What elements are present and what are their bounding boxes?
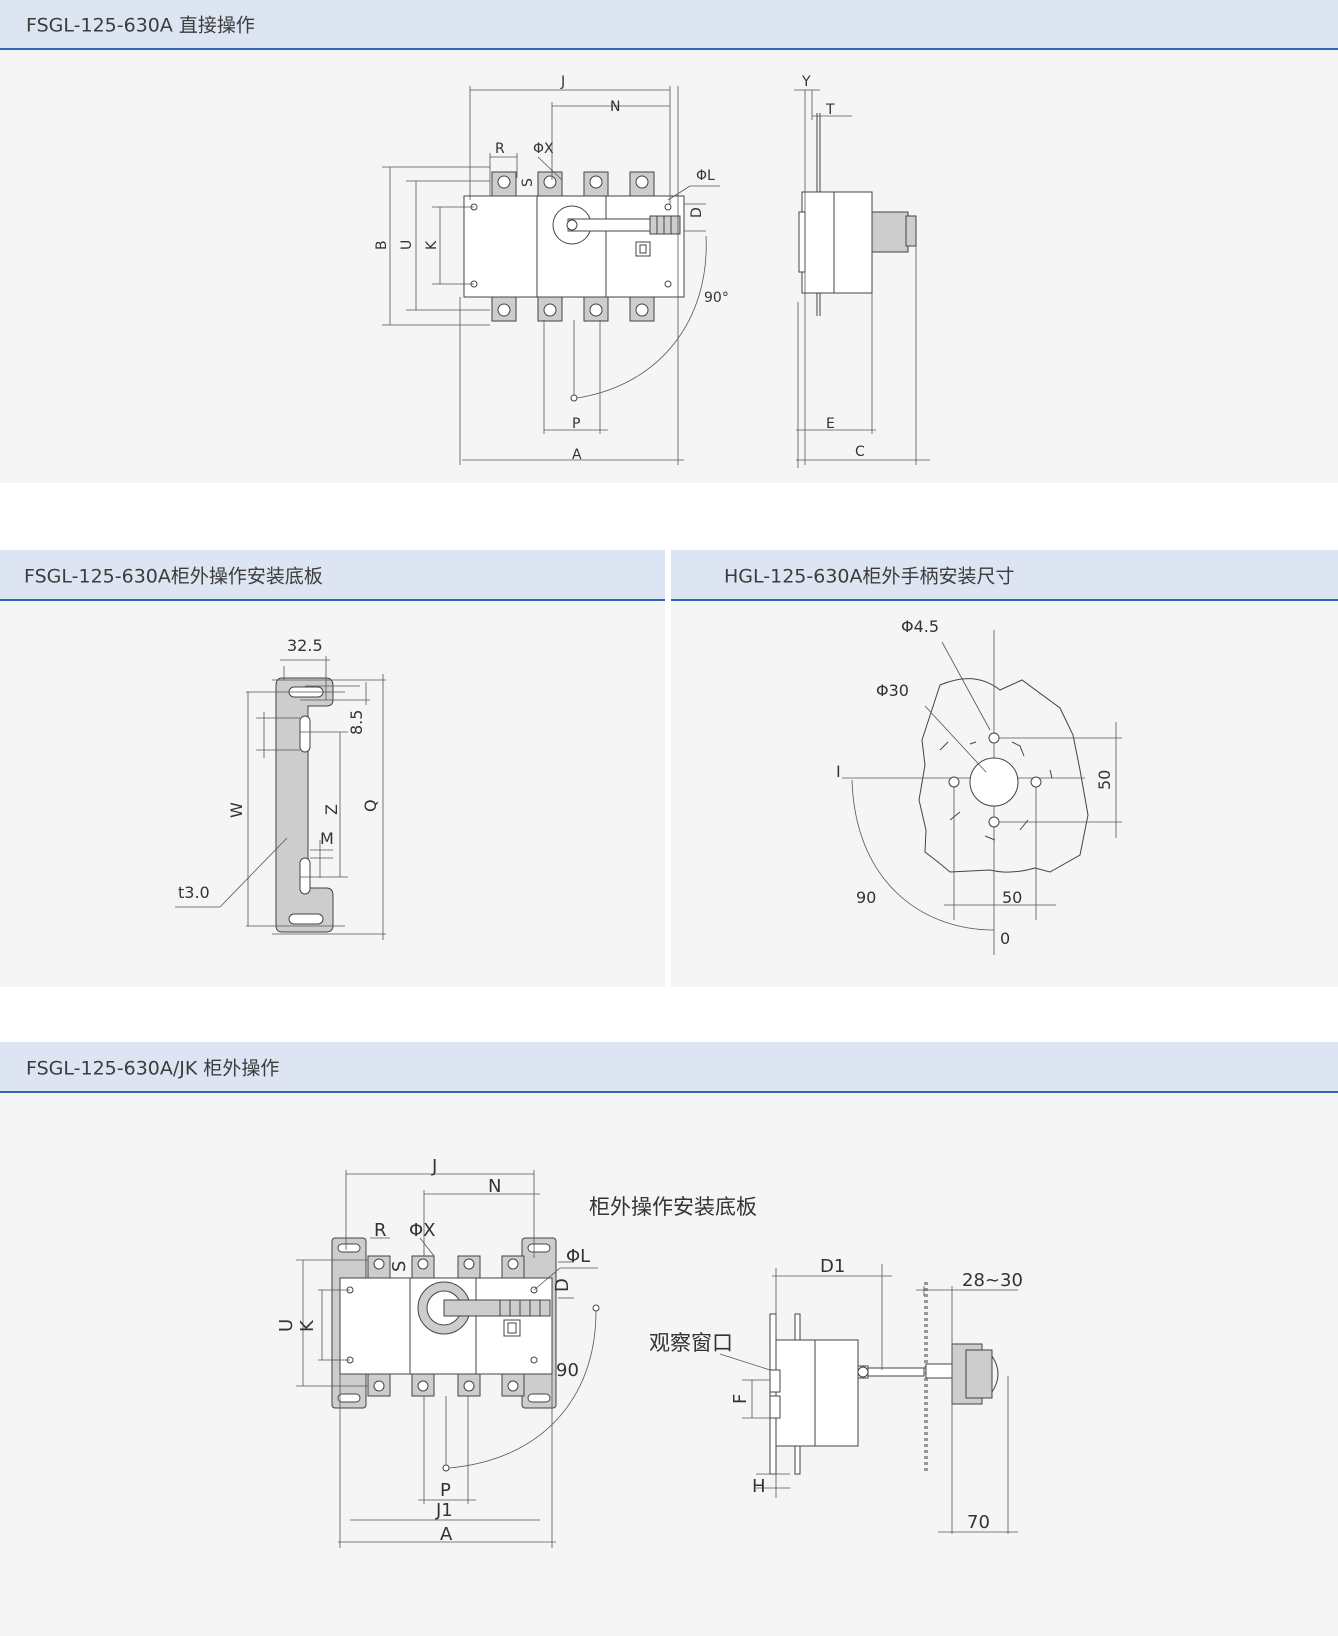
section-header-plate: FSGL-125-630A柜外操作安装底板 [0, 550, 665, 601]
section-header-jk: FSGL-125-630A/JK 柜外操作 [0, 1042, 1338, 1093]
d1-label-B: B [374, 240, 390, 250]
d3-label-50v: 50 [1095, 770, 1114, 790]
d2-label-85: 8.5 [347, 710, 366, 735]
d4-label-P: P [440, 1480, 451, 1501]
d4-label-U: U [276, 1319, 297, 1332]
d1-label-S: S [520, 178, 536, 187]
d4-label-70: 70 [967, 1512, 990, 1533]
d2-label-Z: Z [322, 804, 341, 815]
d4-label-K: K [297, 1319, 318, 1332]
d4-label-A: A [440, 1524, 453, 1545]
d3-label-I: I [836, 762, 841, 781]
d4-label-H: H [752, 1476, 766, 1497]
d1-label-J: J [560, 74, 565, 90]
d1-label-A: A [572, 447, 582, 463]
section-header-handle: HGL-125-630A柜外手柄安装尺寸 [671, 550, 1338, 601]
section-title-jk: FSGL-125-630A/JK 柜外操作 [26, 1057, 280, 1079]
diagram-jk-front: J N 柜外操作安装底板 R ΦX S ΦL D U K 90 P J1 A [276, 1156, 757, 1548]
d2-label-325: 32.5 [287, 636, 323, 655]
d4-label-phiL: ΦL [566, 1246, 590, 1267]
d1-label-C: C [855, 444, 865, 460]
section-header-direct: FSGL-125-630A 直接操作 [0, 0, 1338, 50]
d1-label-phiX: ΦX [533, 141, 554, 157]
diagram-plate: 32.5 8.5 W Z Q M t3.0 [175, 636, 386, 940]
d1-label-angle: 90° [704, 290, 729, 306]
d1-label-R: R [495, 141, 505, 157]
d4-label-phiX: ΦX [409, 1220, 436, 1241]
d4-label-J1: J1 [435, 1500, 453, 1521]
d4-label-S: S [389, 1261, 410, 1272]
d1-label-E: E [826, 416, 835, 432]
diagram-jk-side: D1 28~30 观察窗口 F H 70 [649, 1256, 1023, 1534]
d4-label-J: J [431, 1156, 437, 1177]
d1-label-P: P [572, 416, 580, 432]
panel-jk [0, 1093, 1338, 1636]
d3-label-phi30: Φ30 [876, 681, 909, 700]
d1-label-K: K [424, 240, 440, 250]
d2-label-W: W [227, 802, 246, 818]
d4-label-90: 90 [556, 1360, 579, 1381]
d3-label-90: 90 [856, 888, 876, 907]
d1-label-T: T [825, 102, 835, 118]
diagram-handle: Φ4.5 Φ30 I 50 90 50 0 [836, 617, 1122, 955]
d4-label-D: D [552, 1278, 573, 1292]
diagram-direct-front: J N R ΦX S ΦL D B U K 90° P A [374, 74, 729, 465]
d4-label-plate: 柜外操作安装底板 [589, 1195, 757, 1219]
d4-label-F: F [730, 1394, 751, 1404]
section-title-direct: FSGL-125-630A 直接操作 [26, 14, 255, 37]
section-title-plate: FSGL-125-630A柜外操作安装底板 [24, 565, 323, 587]
d3-label-0: 0 [1000, 929, 1010, 948]
d4-label-N: N [488, 1176, 501, 1197]
section-title-handle: HGL-125-630A柜外手柄安装尺寸 [724, 565, 1015, 587]
d1-label-Y: Y [801, 74, 811, 90]
d1-label-N: N [610, 99, 620, 115]
d1-label-phiL: ΦL [696, 168, 715, 184]
d1-label-U: U [399, 240, 415, 250]
d4-label-2830: 28~30 [962, 1270, 1023, 1291]
d3-label-50h: 50 [1002, 888, 1022, 907]
d4-label-D1: D1 [820, 1256, 845, 1277]
d4-label-window: 观察窗口 [649, 1331, 733, 1355]
d2-label-Q: Q [361, 799, 380, 812]
d2-label-t30: t3.0 [178, 883, 210, 902]
d2-label-M: M [320, 829, 334, 848]
d3-label-phi45: Φ4.5 [901, 617, 939, 636]
d1-label-D: D [689, 207, 705, 218]
d4-label-R: R [374, 1220, 387, 1241]
diagram-direct-side: Y T E C [794, 74, 930, 468]
